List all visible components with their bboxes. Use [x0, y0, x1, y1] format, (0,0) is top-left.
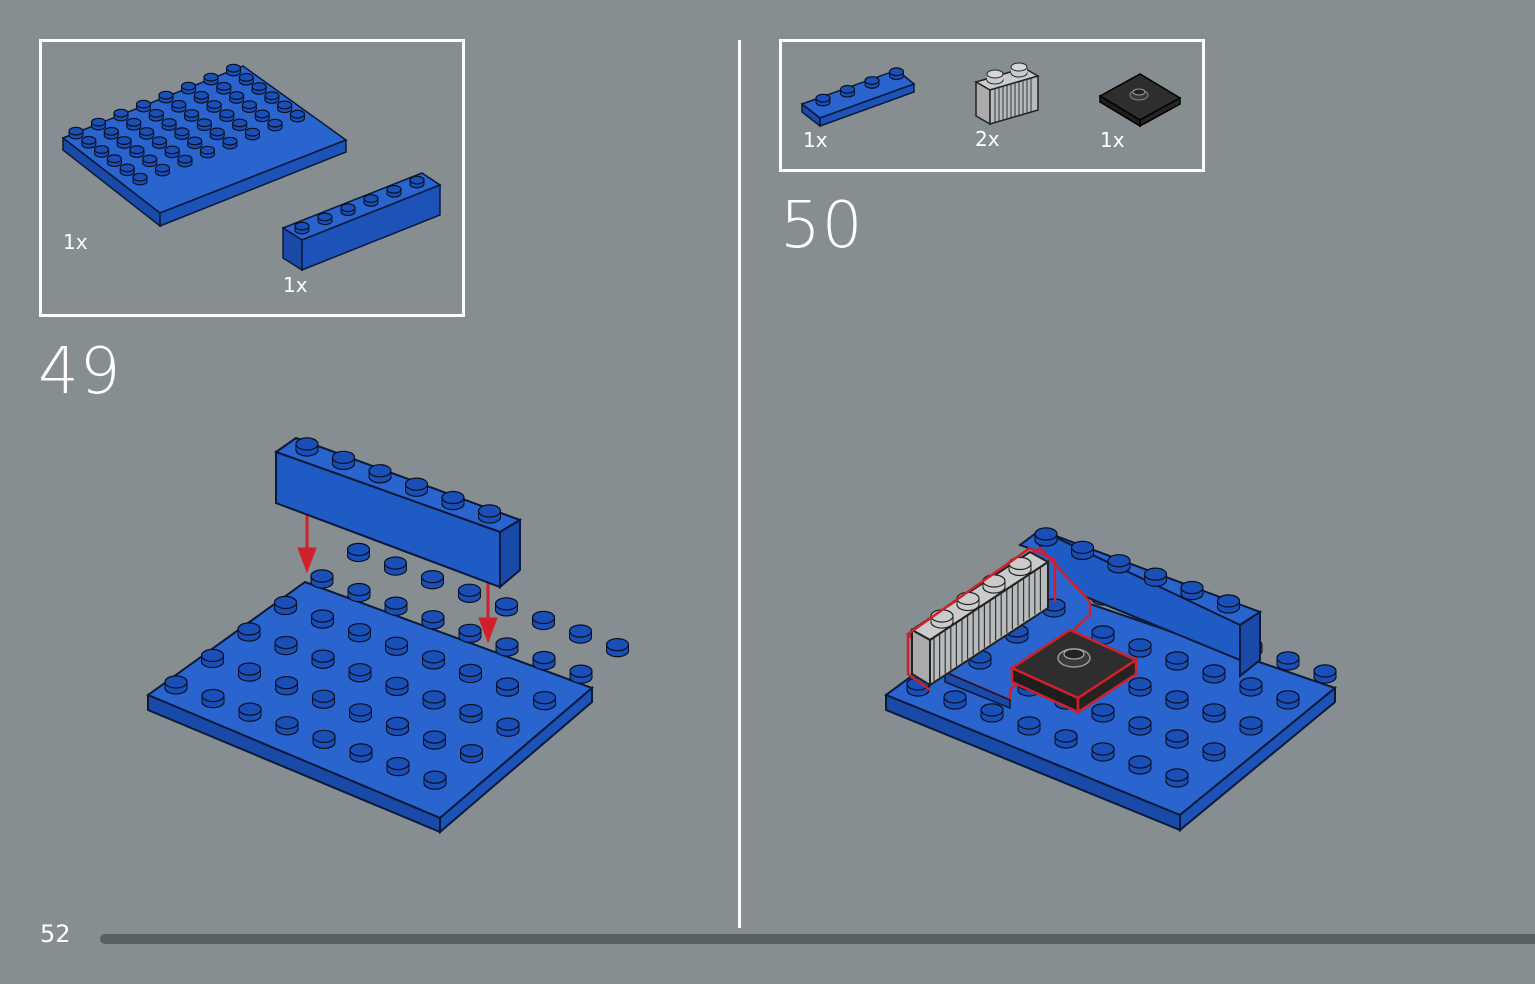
part-qty-label: 1x [803, 128, 828, 152]
page-progress-bar [100, 934, 1535, 944]
page-number: 52 [40, 920, 71, 948]
step-49-parts-callout [39, 39, 465, 317]
black-jumper-plate-part-icon [1098, 73, 1182, 128]
blue-1x6-brick-part-icon [281, 172, 442, 272]
blue-1x4-plate-part-icon [800, 67, 916, 128]
step-49-assembly-illustration [145, 436, 630, 835]
step-number: 49 [38, 335, 122, 409]
gray-grille-brick-part-icon [974, 62, 1040, 126]
step-50-parts-callout [779, 39, 1205, 172]
step-divider [738, 40, 741, 928]
part-qty-label: 2x [975, 127, 1000, 151]
part-qty-label: 1x [283, 273, 308, 297]
step-number: 50 [780, 189, 864, 263]
step-50-assembly-illustration [883, 527, 1338, 833]
part-qty-label: 1x [63, 230, 88, 254]
part-qty-label: 1x [1100, 128, 1125, 152]
blue-6x8-plate-part-icon [61, 63, 348, 228]
